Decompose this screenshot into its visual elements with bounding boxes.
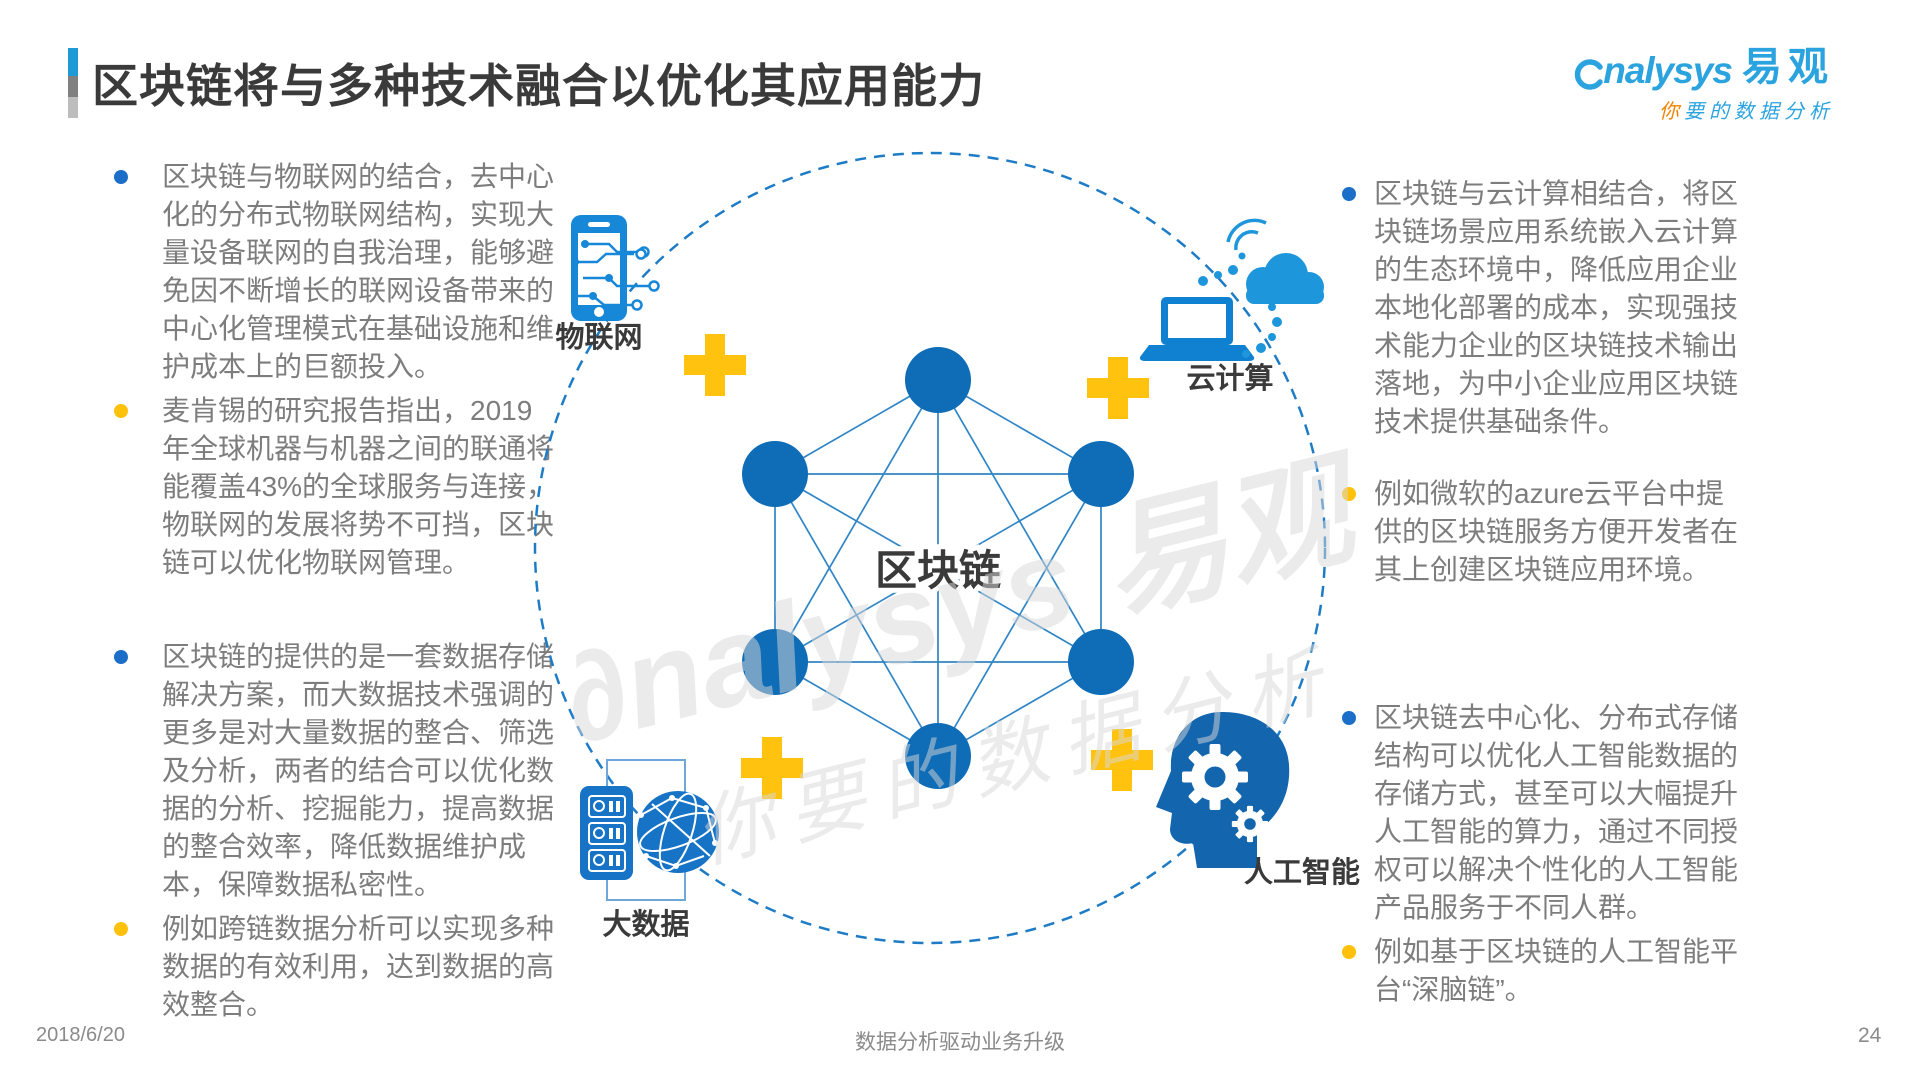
laptop-icon bbox=[1139, 297, 1255, 361]
plus-icon bbox=[684, 334, 746, 396]
bigdata-icon: 大数据 bbox=[580, 759, 719, 941]
bullet-dot-blue bbox=[114, 170, 128, 184]
dashed-orbit-circle bbox=[533, 151, 1327, 945]
network-node bbox=[905, 723, 971, 789]
iot-label: 物联网 bbox=[555, 321, 642, 354]
gear-icon bbox=[1182, 744, 1248, 810]
bullet-item: 区块链去中心化、分布式存储结构可以优化人工智能数据的存储方式，甚至可以大幅提升人… bbox=[1340, 699, 1746, 927]
bullet-item: 区块链与云计算相结合，将区块链场景应用系统嵌入云计算的生态环境中，降低应用企业本… bbox=[1340, 175, 1746, 441]
bullet-text: 例如微软的azure云平台中提供的区块链服务方便开发者在其上创建区块链应用环境。 bbox=[1374, 478, 1739, 585]
wifi-icon bbox=[1226, 218, 1267, 251]
bullet-text: 例如基于区块链的人工智能平台“深脑链”。 bbox=[1374, 936, 1739, 1005]
cloud-shape bbox=[1246, 253, 1324, 304]
iot-phone-icon: 物联网 bbox=[555, 215, 660, 354]
plus-icons bbox=[684, 334, 1153, 799]
page-title: 区块链将与多种技术融合以优化其应用能力 bbox=[92, 60, 985, 112]
accent-segment-blue bbox=[68, 48, 78, 76]
tagline-first-char: 你 bbox=[1659, 101, 1684, 123]
bullet-text: 区块链与物联网的结合，去中心化的分布式物联网结构，实现大量设备联网的自我治理，能… bbox=[162, 161, 555, 382]
footer-date: 2018/6/20 bbox=[36, 1024, 125, 1046]
brand-tagline: 你要的数据分析 bbox=[1571, 95, 1834, 124]
bullet-dot-yellow bbox=[1342, 487, 1356, 501]
bullet-text: 区块链去中心化、分布式存储结构可以优化人工智能数据的存储方式，甚至可以大幅提升人… bbox=[1374, 702, 1739, 923]
bullet-text: 麦肯锡的研究报告指出，2019年全球机器与机器之间的联通将能覆盖43%的全球服务… bbox=[162, 395, 555, 578]
data-dots bbox=[1198, 265, 1282, 358]
bullet-dot-blue bbox=[1342, 711, 1356, 725]
bullet-item: 区块链的提供的是一套数据存储解决方案，而大数据技术强调的更多是对大量数据的整合、… bbox=[112, 638, 557, 904]
plus-icon bbox=[1087, 357, 1149, 419]
bullet-dot-blue bbox=[114, 650, 128, 664]
bullet-text: 例如跨链数据分析可以实现多种数据的有效利用，达到数据的高效整合。 bbox=[162, 913, 555, 1020]
left-bullet-column: 区块链与物联网的结合，去中心化的分布式物联网结构，实现大量设备联网的自我治理，能… bbox=[112, 158, 557, 1024]
bigdata-label: 大数据 bbox=[602, 908, 689, 941]
accent-segment-lightgray bbox=[68, 97, 78, 118]
network-node bbox=[1068, 441, 1134, 507]
bullet-item: 例如基于区块链的人工智能平台“深脑链”。 bbox=[1340, 933, 1746, 1009]
footer-slogan: 数据分析驱动业务升级 bbox=[855, 1031, 1065, 1054]
page-number: 24 bbox=[1858, 1024, 1882, 1047]
network-node bbox=[742, 629, 808, 695]
bullet-item: 例如跨链数据分析可以实现多种数据的有效利用，达到数据的高效整合。 bbox=[112, 910, 557, 1024]
plus-icon bbox=[741, 737, 803, 799]
circuit-traces bbox=[575, 242, 649, 307]
brand-cn: 易观 bbox=[1742, 45, 1834, 89]
brand-logo: nalysys 易观 你要的数据分析 bbox=[1571, 34, 1834, 124]
bullet-dot-yellow bbox=[114, 404, 128, 418]
analysys-swirl-icon bbox=[1574, 59, 1603, 90]
network-nodes bbox=[742, 347, 1134, 789]
bullet-item: 区块链与物联网的结合，去中心化的分布式物联网结构，实现大量设备联网的自我治理，能… bbox=[112, 158, 557, 386]
brand-latin: nalysys bbox=[1603, 50, 1733, 91]
globe-icon bbox=[637, 791, 719, 873]
bullet-text: 区块链的提供的是一套数据存储解决方案，而大数据技术强调的更多是对大量数据的整合、… bbox=[162, 641, 555, 900]
network-node bbox=[905, 347, 971, 413]
accent-segment-gray bbox=[68, 76, 78, 97]
bullet-dot-yellow bbox=[1342, 945, 1356, 959]
tagline-rest: 要的数据分析 bbox=[1684, 101, 1834, 123]
cloud-label: 云计算 bbox=[1186, 361, 1273, 395]
circuit-dots bbox=[571, 240, 660, 311]
bullet-item: 麦肯锡的研究报告指出，2019年全球机器与机器之间的联通将能覆盖43%的全球服务… bbox=[112, 392, 557, 582]
bullet-text: 区块链与云计算相结合，将区块链场景应用系统嵌入云计算的生态环境中，降低应用企业本… bbox=[1374, 178, 1739, 437]
network-node bbox=[742, 441, 808, 507]
blockchain-fusion-diagram: 区块链 物联网 bbox=[533, 151, 1379, 945]
blockchain-center-label: 区块链 bbox=[875, 547, 1001, 594]
bullet-item: 例如微软的azure云平台中提供的区块链服务方便开发者在其上创建区块链应用环境。 bbox=[1340, 475, 1746, 589]
network-node bbox=[1068, 629, 1134, 695]
gear-small-icon bbox=[1231, 805, 1269, 843]
right-bullet-column: 区块链与云计算相结合，将区块链场景应用系统嵌入云计算的生态环境中，降低应用企业本… bbox=[1340, 175, 1746, 1009]
plus-icon bbox=[1091, 729, 1153, 791]
cloud-computing-icon: 云计算 bbox=[1139, 218, 1324, 395]
bullet-dot-yellow bbox=[114, 922, 128, 936]
title-accent-bar bbox=[68, 48, 78, 118]
ai-label: 人工智能 bbox=[1244, 856, 1360, 889]
ai-head-icon: 人工智能 bbox=[1156, 711, 1360, 889]
bullet-dot-blue bbox=[1342, 187, 1356, 201]
